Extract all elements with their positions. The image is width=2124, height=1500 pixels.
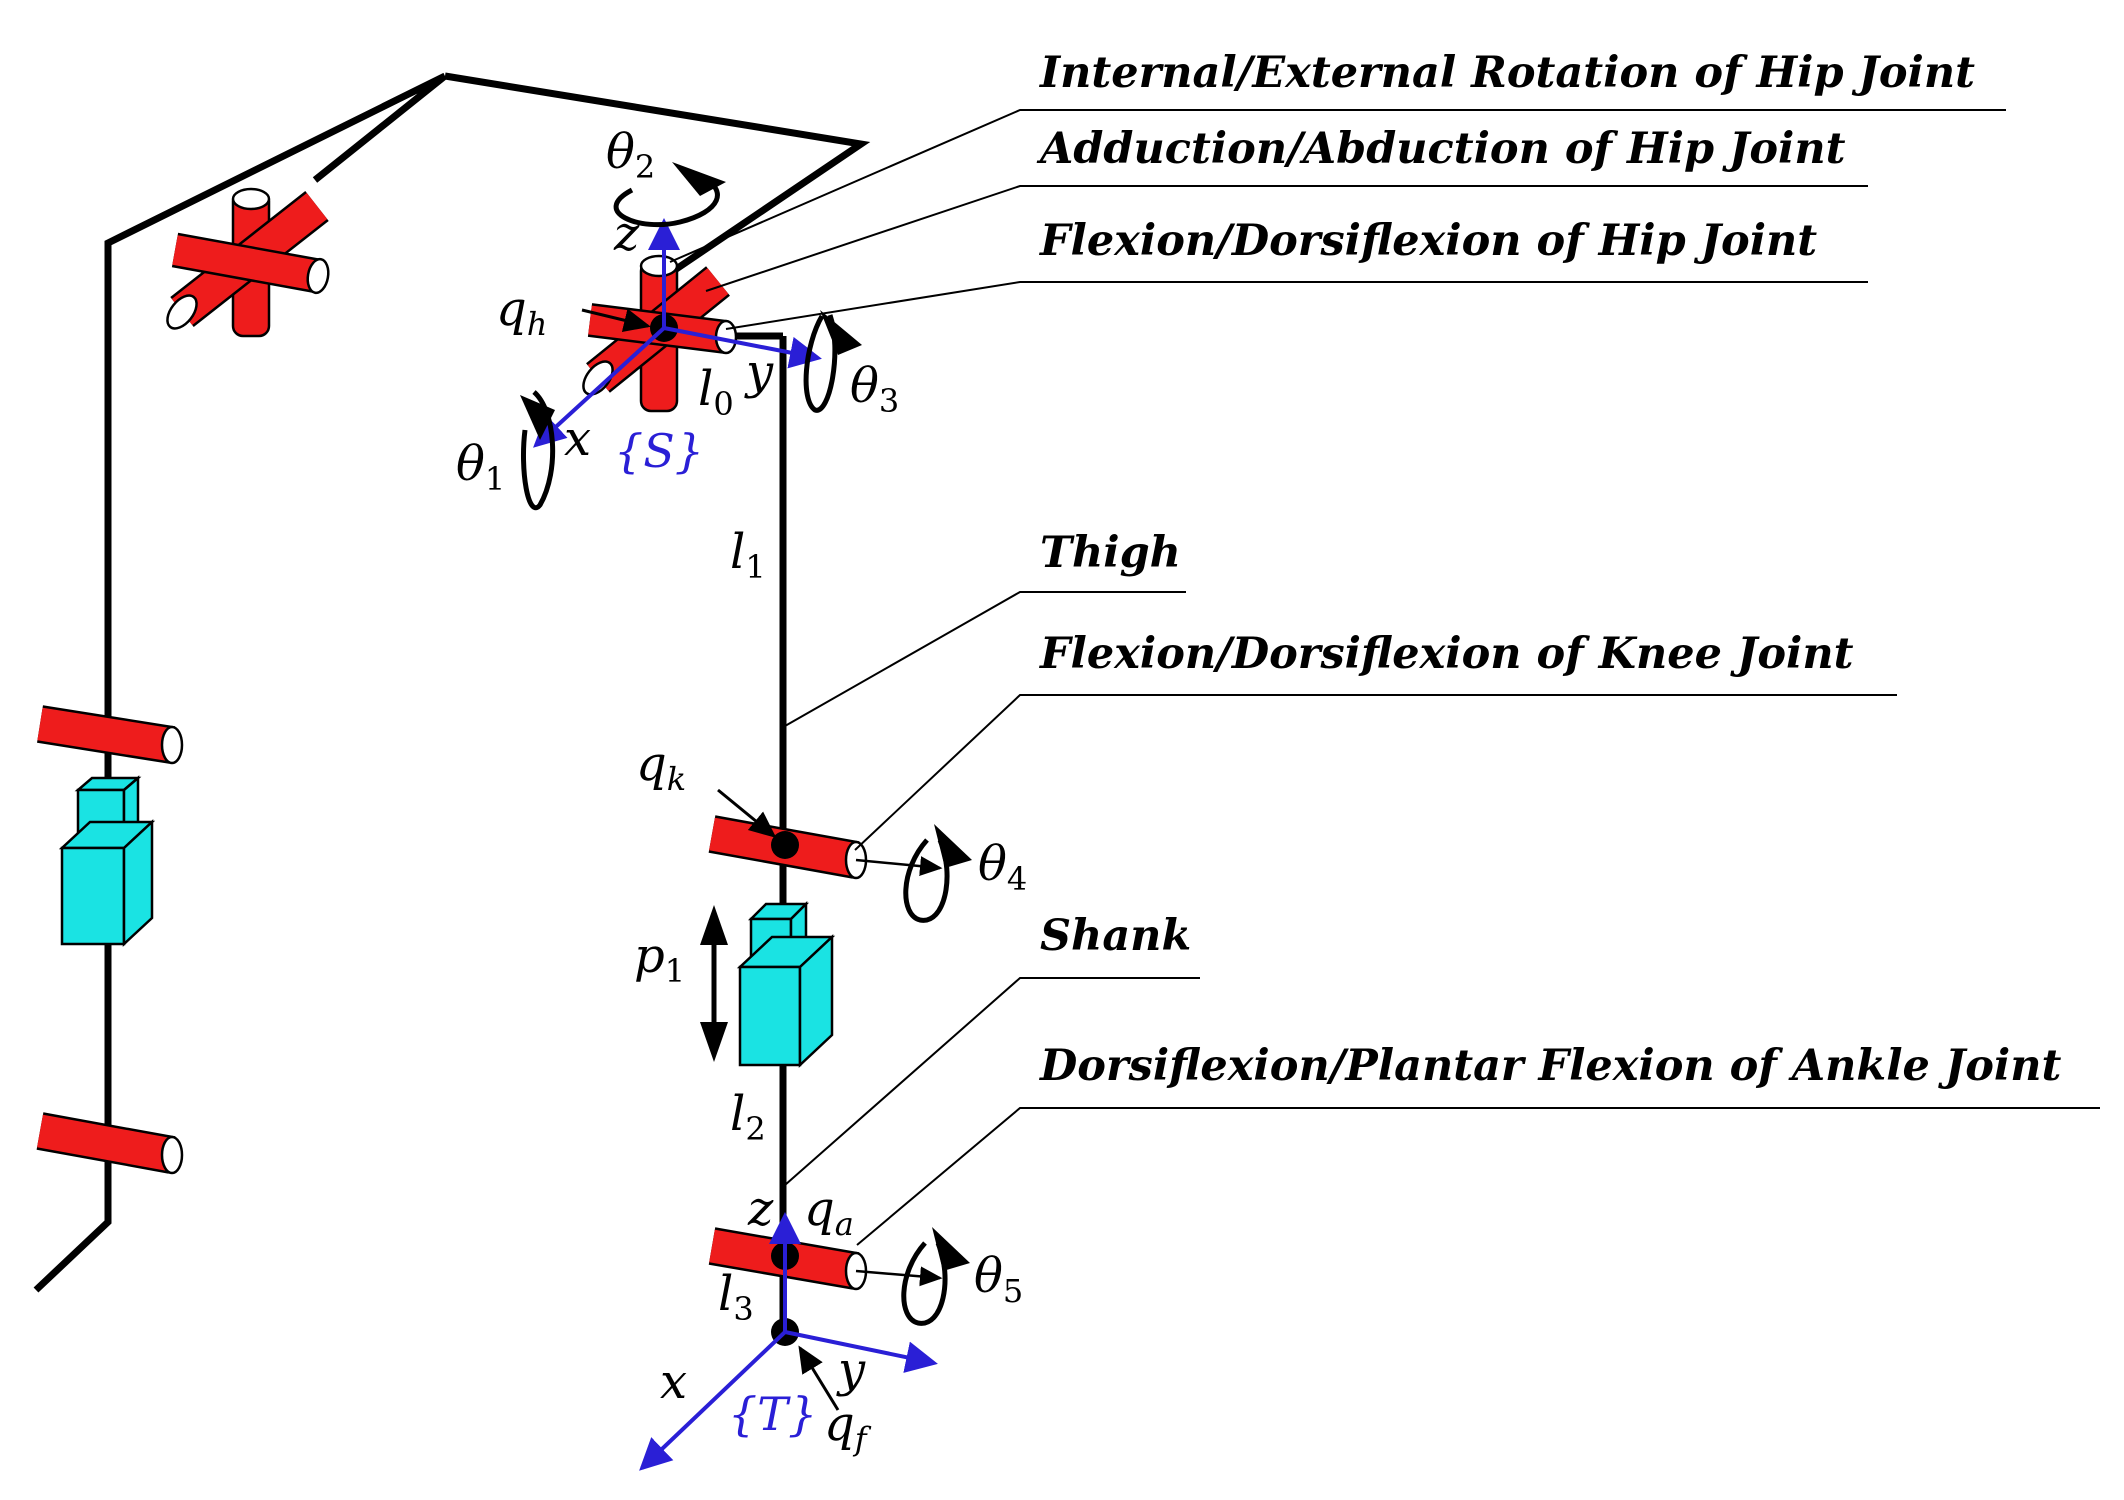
foot-y-axis <box>784 1330 938 1373</box>
knee-flexion-label: Flexion/Dorsiflexion of Knee Joint <box>1038 629 1854 679</box>
theta4-rotation-arrow <box>903 838 950 923</box>
qh-pointer-arrow <box>581 308 651 333</box>
left-leg-assembly <box>33 72 871 1293</box>
callout-leaders <box>669 109 2100 1246</box>
ankle-flexion-label: Dorsiflexion/Plantar Flexion of Ankle Jo… <box>1038 1041 2062 1091</box>
hip-frame-axes <box>533 218 822 448</box>
theta4-label: θ4 <box>978 836 1027 898</box>
theta5-label: θ5 <box>974 1248 1023 1310</box>
foot-z-label: z <box>747 1181 774 1237</box>
qf-label: qf <box>824 1396 872 1458</box>
hip-rotation-leader <box>669 109 2006 263</box>
l2-label: l2 <box>730 1086 766 1148</box>
l3-label: l3 <box>718 1266 754 1328</box>
qk-pointer-arrow <box>717 788 777 838</box>
hip-abduction-leader <box>705 185 1868 292</box>
theta2-label: θ2 <box>606 124 655 186</box>
foot-y-label: y <box>836 1342 866 1398</box>
l0-label: l0 <box>698 361 734 423</box>
shank-label: Shank <box>1040 911 1191 961</box>
hip-abduction-label: Adduction/Abduction of Hip Joint <box>1036 124 1846 174</box>
hip-flexion-label: Flexion/Dorsiflexion of Hip Joint <box>1038 216 1817 266</box>
theta5-rotation-arrow <box>901 1241 948 1326</box>
rotation-arrows <box>520 162 972 1326</box>
knee-flexion-leader <box>854 694 1897 851</box>
qa-label: qa <box>804 1181 854 1243</box>
hip-x-axis <box>533 326 666 448</box>
theta3-label: θ3 <box>850 358 899 420</box>
theta4-arrowhead <box>934 824 972 868</box>
foot-x-axis <box>639 1330 787 1471</box>
hip-frame-label: {S} <box>614 424 704 478</box>
left-ankle-joint <box>36 1112 184 1175</box>
left-hip-joint-cluster <box>166 187 330 338</box>
theta1-arrowhead <box>520 395 555 440</box>
right-ankle-joint <box>708 1227 868 1291</box>
knee-axis-arrow <box>855 856 943 877</box>
right-prismatic-actuator <box>736 900 836 1068</box>
knee-center-point <box>771 831 799 859</box>
hip-y-label: y <box>744 344 774 400</box>
qf-pointer-arrow <box>798 1345 840 1411</box>
hip-x-label: x <box>564 411 591 467</box>
ankle-flexion-leader <box>856 1107 2100 1246</box>
right-knee-joint <box>708 815 868 880</box>
foot-x-label: x <box>660 1354 687 1410</box>
hip-rotation-label: Internal/External Rotation of Hip Joint <box>1038 48 1975 98</box>
hip-y-axis <box>663 326 822 369</box>
p1-label: p1 <box>634 928 685 990</box>
left-prismatic-actuator <box>58 775 156 947</box>
foot-frame-label: {T} <box>728 1387 817 1441</box>
qh-label: qh <box>496 281 547 343</box>
theta5-arrowhead <box>932 1227 970 1271</box>
theta2-arrowhead <box>672 162 726 196</box>
theta3-rotation-arrow <box>803 314 838 413</box>
thigh-leader <box>784 591 1186 727</box>
qk-label: qk <box>636 736 686 798</box>
hip-z-label: z <box>613 206 640 262</box>
ankle-axis-arrow <box>855 1266 943 1287</box>
theta3-arrowhead <box>820 310 862 355</box>
theta2-rotation-arrow <box>613 173 720 228</box>
theta1-label: θ1 <box>456 436 505 498</box>
prismatic-displacement-arrow <box>700 905 728 1062</box>
l1-label: l1 <box>730 524 766 586</box>
foot-frame-axes <box>639 1212 938 1471</box>
left-knee-joint <box>37 705 184 765</box>
shank-leader <box>784 977 1200 1186</box>
hip-flexion-leader <box>725 281 1868 330</box>
thigh-label: Thigh <box>1040 528 1181 578</box>
